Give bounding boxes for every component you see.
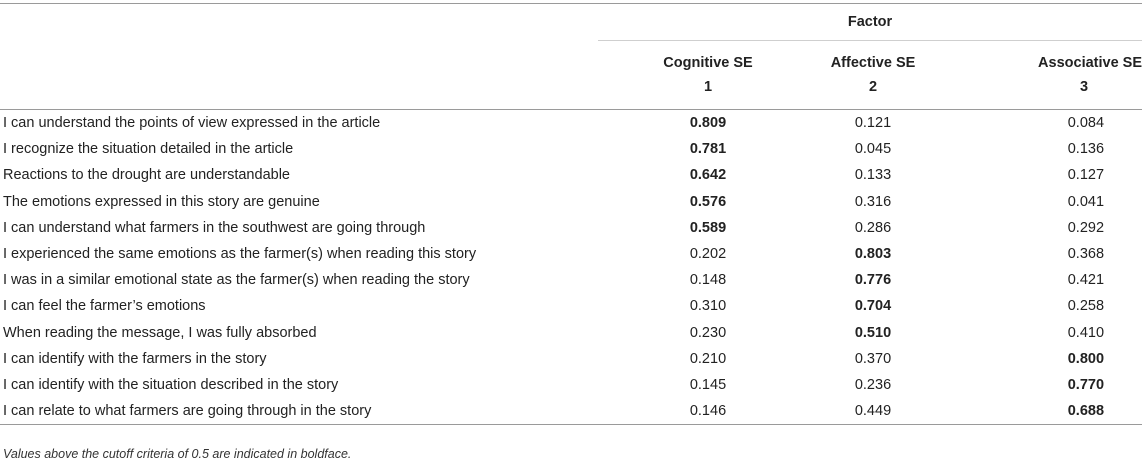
loading-value-factor-3: 0.688 [958,398,1142,426]
factor-loadings-table: Factor Cognitive SE Affective SE Associa… [0,3,1142,426]
loading-value-factor-3: 0.770 [1067,376,1105,393]
loading-value-factor-2: 0.133 [854,167,892,184]
item-label: I can relate to what farmers are going t… [0,398,598,426]
table-row: I can understand what farmers in the sou… [0,215,1142,241]
loading-value-factor-1: 0.230 [689,324,727,341]
column-header-affective-se: Affective SE [830,55,916,71]
item-label: I can feel the farmer’s emotions [3,298,206,315]
loading-value-factor-2: 0.803 [854,246,892,263]
item-label: The emotions expressed in this story are… [3,193,320,210]
loading-value-factor-2: 0.776 [854,272,892,289]
loading-value-factor-2: 0.236 [854,376,892,393]
loading-value-factor-2: 0.045 [854,141,892,158]
loading-value-factor-2: 0.510 [854,324,892,341]
table-header: Factor Cognitive SE Affective SE Associa… [0,3,1142,110]
item-label: I can understand the points of view expr… [3,115,381,132]
loading-value-factor-3: 0.084 [1067,115,1105,132]
loading-value-factor-1: 0.146 [598,398,778,426]
loading-value-factor-1: 0.310 [689,298,727,315]
header-empty-cell [0,3,598,41]
item-label: When reading the message, I was fully ab… [3,324,317,341]
table-row: Reactions to the drought are understanda… [0,162,1142,188]
item-label: I can understand what farmers in the sou… [3,219,426,236]
loading-value-factor-1: 0.642 [689,167,727,184]
header-empty-cell [0,41,598,76]
table-row: I can identify with the situation descri… [0,372,1142,398]
column-header-cognitive-se: Cognitive SE [663,55,753,71]
loading-value-factor-3: 0.368 [1067,246,1105,263]
loading-value-factor-2: 0.316 [854,193,892,210]
header-empty-cell [0,75,598,110]
loading-value-factor-3: 0.421 [1067,272,1105,289]
table-row: I can relate to what farmers are going t… [0,398,1142,426]
table-row: I can understand the points of view expr… [0,110,1142,137]
loading-value-factor-1: 0.145 [689,376,727,393]
loading-value-factor-1: 0.202 [689,246,727,263]
loading-value-factor-2: 0.121 [854,115,892,132]
loading-value-factor-2: 0.704 [854,298,892,315]
table-row: I can feel the farmer’s emotions 0.310 0.7… [0,293,1142,319]
item-label: I can identify with the farmers in the s… [3,350,267,367]
item-label: I can identify with the situation descri… [3,376,339,393]
table-row: The emotions expressed in this story are… [0,189,1142,215]
table-row: I experienced the same emotions as the f… [0,241,1142,267]
loading-value-factor-3: 0.800 [1067,350,1105,367]
loading-value-factor-3: 0.292 [1067,219,1105,236]
table-row: I recognize the situation detailed in th… [0,136,1142,162]
loading-value-factor-2: 0.286 [854,219,892,236]
loading-value-factor-1: 0.589 [689,219,727,236]
loading-value-factor-3: 0.041 [1067,193,1105,210]
item-label: I was in a similar emotional state as th… [3,272,470,289]
column-number-1: 1 [598,75,778,110]
loading-value-factor-1: 0.781 [689,141,727,158]
column-number-2: 2 [778,75,958,110]
loading-value-factor-1: 0.210 [689,350,727,367]
item-label: I experienced the same emotions as the f… [3,246,477,263]
loading-value-factor-3: 0.410 [1067,324,1105,341]
loading-value-factor-3: 0.127 [1067,167,1105,184]
table-row: When reading the message, I was fully ab… [0,320,1142,346]
loading-value-factor-1: 0.148 [689,272,727,289]
table-row: I was in a similar emotional state as th… [0,267,1142,293]
table-body: I can understand the points of view expr… [0,110,1142,426]
loading-value-factor-1: 0.809 [689,115,727,132]
loading-value-factor-3: 0.258 [1067,298,1105,315]
loading-value-factor-3: 0.136 [1067,141,1105,158]
loading-value-factor-2: 0.370 [854,350,892,367]
loading-value-factor-2: 0.449 [778,398,958,426]
factor-header: Factor [598,3,1142,41]
table-footnote: Values above the cutoff criteria of 0.5 … [3,447,352,461]
loading-value-factor-1: 0.576 [689,193,727,210]
column-header-associative-se: Associative SE [1038,55,1142,71]
column-number-3: 3 [958,75,1142,110]
table-row: I can identify with the farmers in the s… [0,346,1142,372]
item-label: Reactions to the drought are understanda… [3,167,290,184]
item-label: I recognize the situation detailed in th… [3,141,294,158]
